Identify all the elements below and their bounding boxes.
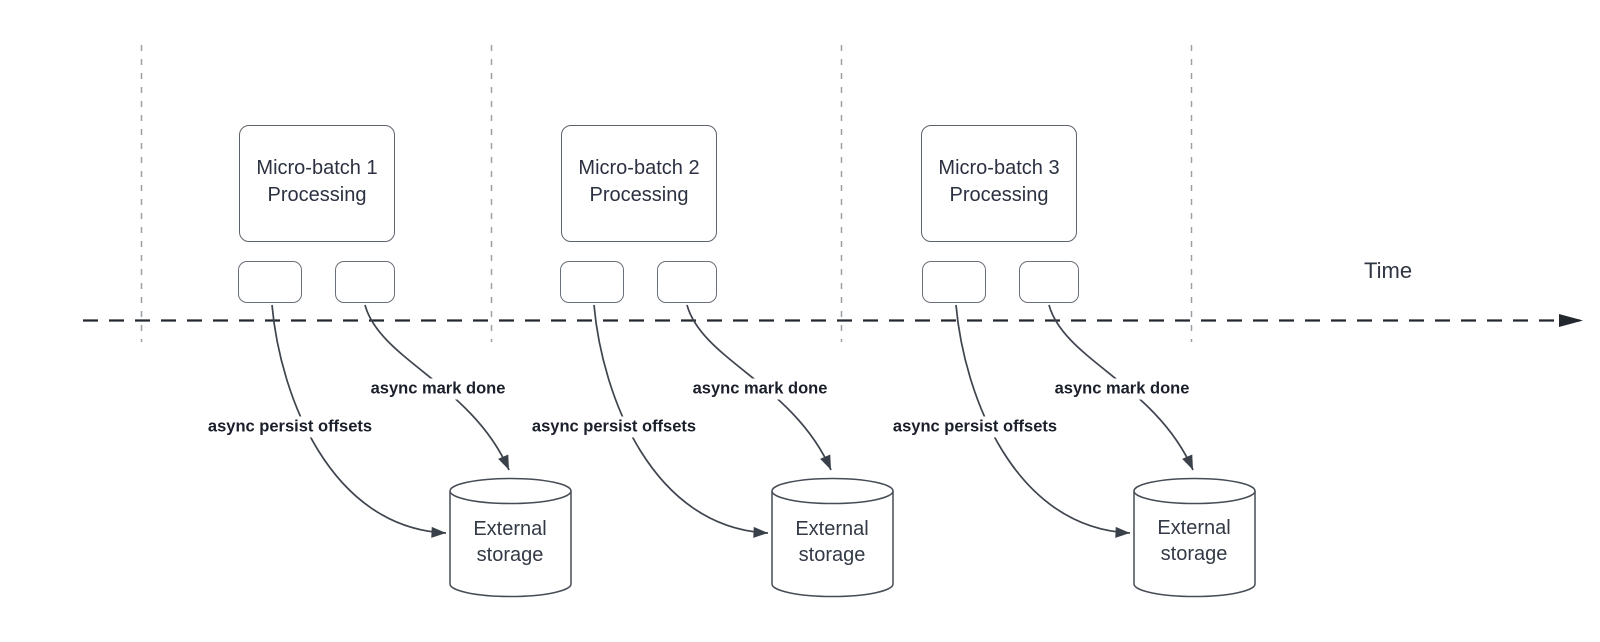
persist-offsets-arrow-2 — [593, 304, 769, 538]
external-storage-cylinder-3 — [1133, 477, 1256, 598]
batch-1-mark-done-task-box — [335, 261, 395, 303]
batch-1-persist-task-box — [238, 261, 302, 303]
micro-batch-1-label: Micro-batch 1 Processing — [256, 156, 378, 206]
batch-2-mark-done-task-box — [657, 261, 717, 303]
batch-3-persist-offsets-label: async persist offsets — [888, 416, 1062, 438]
persist-offsets-arrow-1 — [271, 304, 447, 538]
time-axis-label: Time — [1364, 258, 1413, 283]
mark-done-arrow-1 — [364, 304, 510, 471]
batch-1-persist-offsets-label: async persist offsets — [203, 416, 377, 438]
micro-batch-2-label: Micro-batch 2 Processing — [578, 156, 700, 206]
micro-batch-3-processing-box: Micro-batch 3 Processing — [921, 125, 1077, 242]
external-storage-cylinder-2 — [771, 477, 894, 598]
batch-2-persist-task-box — [560, 261, 624, 303]
persist-offsets-arrow-3 — [955, 304, 1131, 538]
batch-1-external-storage-label: External storage — [473, 518, 547, 566]
batch-2-mark-done-label: async mark done — [688, 378, 832, 400]
batch-3-mark-done-task-box — [1019, 261, 1079, 303]
batch-3-external-storage-label: External storage — [1157, 517, 1231, 565]
micro-batch-3-label: Micro-batch 3 Processing — [938, 156, 1060, 206]
batch-1-mark-done-label: async mark done — [366, 378, 510, 400]
batch-3-persist-task-box — [922, 261, 986, 303]
batch-2-external-storage-label: External storage — [795, 518, 869, 566]
micro-batch-2-processing-box: Micro-batch 2 Processing — [561, 125, 717, 242]
batch-2-persist-offsets-label: async persist offsets — [527, 416, 701, 438]
mark-done-arrow-2 — [686, 304, 832, 471]
mark-done-arrow-3 — [1048, 304, 1194, 471]
external-storage-cylinder-1 — [449, 477, 572, 598]
batch-3-mark-done-label: async mark done — [1050, 378, 1194, 400]
micro-batch-1-processing-box: Micro-batch 1 Processing — [239, 125, 395, 242]
